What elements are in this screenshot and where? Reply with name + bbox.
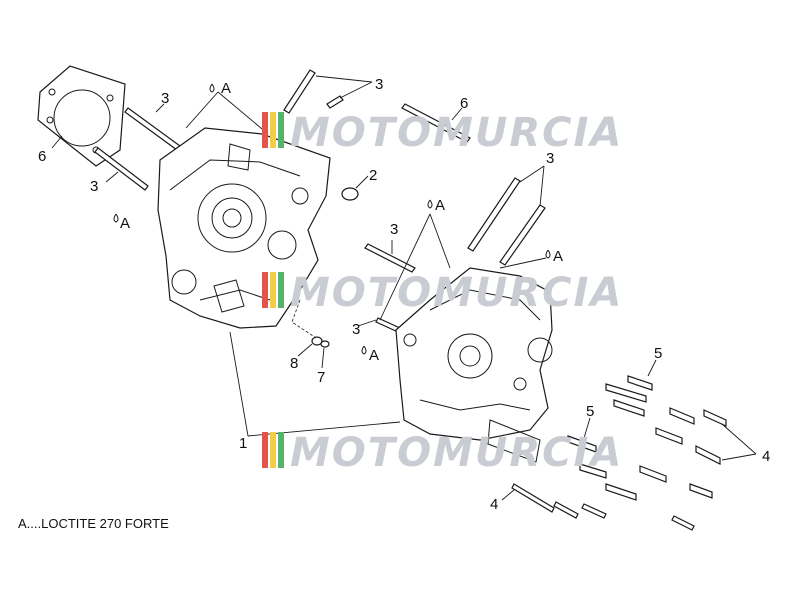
callout-a: A xyxy=(435,197,445,214)
crankcase-screws xyxy=(511,375,727,531)
callout-3: 3 xyxy=(390,221,398,238)
callout-a: A xyxy=(553,248,563,265)
callout-7: 7 xyxy=(317,369,325,386)
watermark-text: MOTOMURCIA xyxy=(290,430,623,476)
watermark-middle: MOTOMURCIA xyxy=(262,270,623,316)
dowel-pins xyxy=(291,187,359,348)
loctite-drop-icons xyxy=(113,83,551,355)
watermark-text: MOTOMURCIA xyxy=(290,110,623,156)
stud-bolts xyxy=(94,69,546,333)
watermark-top: MOTOMURCIA xyxy=(262,110,623,156)
watermark-bottom: MOTOMURCIA xyxy=(262,430,623,476)
callout-3: 3 xyxy=(352,321,360,338)
callout-a: A xyxy=(369,347,379,364)
loctite-footnote: A....LOCTITE 270 FORTE xyxy=(18,516,169,531)
callout-3: 3 xyxy=(161,90,169,107)
callout-a: A xyxy=(221,80,231,97)
left-crankcase-half xyxy=(157,127,331,329)
watermark-text: MOTOMURCIA xyxy=(290,270,623,316)
callout-6: 6 xyxy=(38,148,46,165)
callout-a: A xyxy=(120,215,130,232)
callout-4: 4 xyxy=(490,496,498,513)
callout-3: 3 xyxy=(375,76,383,93)
callout-8: 8 xyxy=(290,355,298,372)
callout-1: 1 xyxy=(239,435,247,452)
cylinder-gasket xyxy=(37,65,126,167)
callout-3: 3 xyxy=(90,178,98,195)
callout-5: 5 xyxy=(586,403,594,420)
callout-4: 4 xyxy=(762,448,770,465)
callout-3: 3 xyxy=(546,150,554,167)
small-gasket xyxy=(401,103,471,143)
callout-5: 5 xyxy=(654,345,662,362)
callout-2: 2 xyxy=(369,167,377,184)
callout-6: 6 xyxy=(460,95,468,112)
right-crankcase-half xyxy=(395,267,553,463)
